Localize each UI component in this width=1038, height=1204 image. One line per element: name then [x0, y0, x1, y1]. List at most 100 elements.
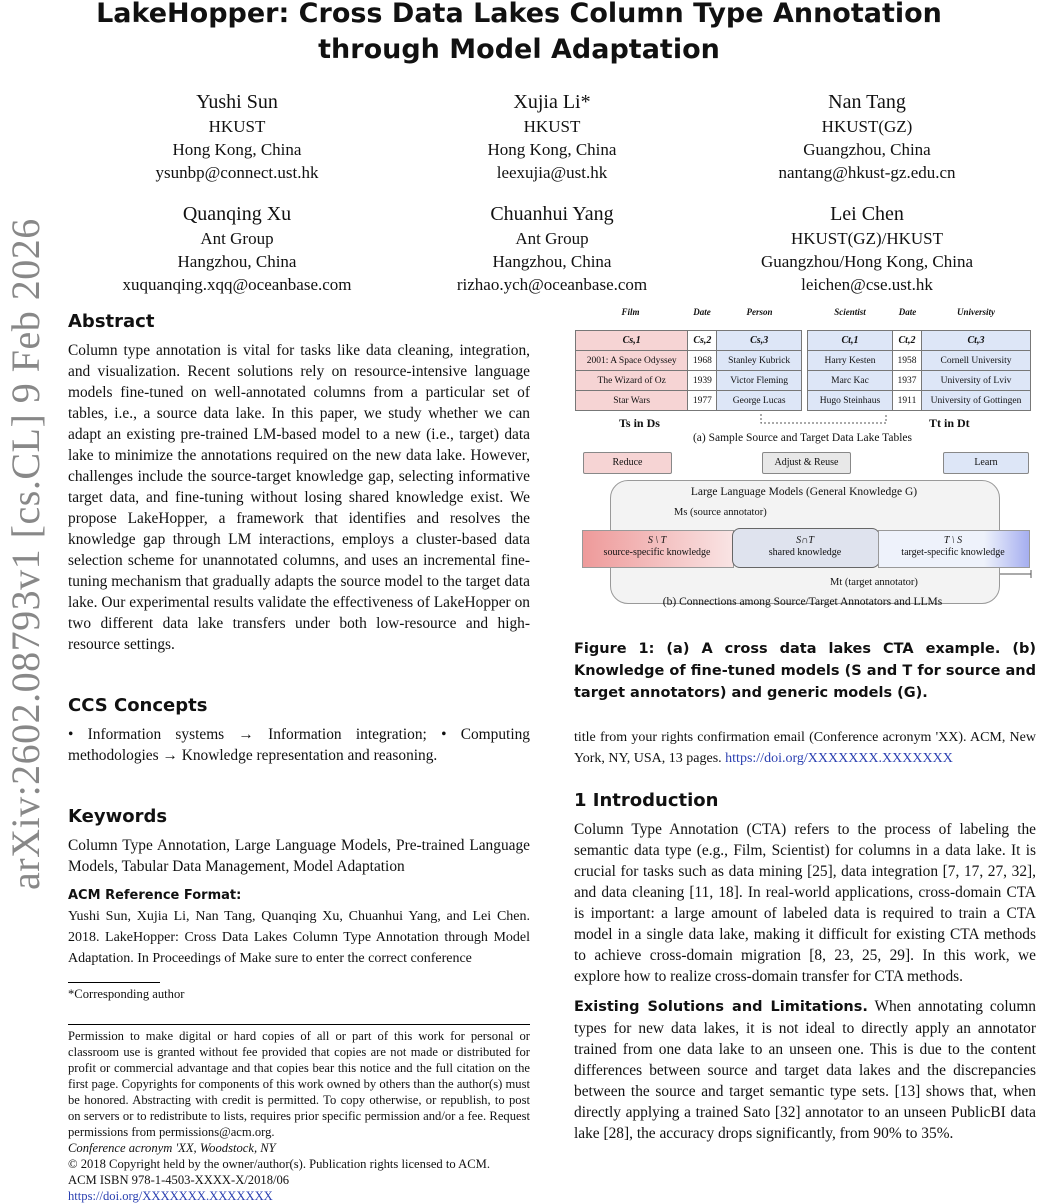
column-type-label: University — [957, 307, 995, 317]
ccs-heading: CCS Concepts — [68, 695, 208, 716]
isbn-line: ACM ISBN 978-1-4503-XXXX-X/2018/06 — [68, 1173, 290, 1187]
author-email: xuquanqing.xqq@oceanbase.com — [122, 275, 352, 294]
table-cell: The Wizard of Oz — [574, 370, 689, 391]
learn-button: Learn — [943, 452, 1029, 474]
table-header-row: Ct,1 Ct,2 Ct,3 — [807, 330, 1031, 351]
author-block: Nan Tang HKUST(GZ) Guangzhou, China nant… — [702, 89, 1032, 184]
author-location: Guangzhou/Hong Kong, China — [760, 252, 973, 271]
figure-1: Film Date Person Scientist Date Universi… — [574, 306, 1036, 616]
author-affiliation: Ant Group — [515, 229, 589, 248]
permission-block: Permission to make digital or hard copie… — [68, 1028, 530, 1204]
table-row: The Wizard of Oz 1939 Victor Fleming — [574, 370, 802, 391]
column-type-label: Scientist — [834, 307, 866, 317]
ccs-section: CCS Concepts • Information systems → Inf… — [68, 695, 530, 766]
acm-reference: ACM Reference Format: Yushi Sun, Xujia L… — [68, 886, 530, 969]
author-name: Xujia Li* — [513, 91, 591, 113]
acm-reference-continued-text: title from your rights confirmation emai… — [574, 730, 1036, 766]
title-line-1: LakeHopper: Cross Data Lakes Column Type… — [96, 0, 942, 29]
author-location: Hangzhou, China — [492, 252, 612, 271]
author-location: Hong Kong, China — [172, 140, 302, 159]
abstract-text: Column type annotation is vital for task… — [68, 342, 530, 653]
adjust-reuse-button: Adjust & Reuse — [762, 452, 851, 474]
author-email: leichen@cse.ust.hk — [801, 275, 933, 294]
table-row: Marc Kac 1937 University of Lviv — [807, 370, 1031, 391]
table-cell: University of Lviv — [921, 370, 1031, 391]
table-cell: 2001: A Space Odyssey — [574, 350, 689, 371]
table-row: Hugo Steinhaus 1911 University of Gottin… — [807, 390, 1031, 411]
keywords-section: Keywords Column Type Annotation, Large L… — [68, 806, 530, 877]
conference-line: Conference acronym 'XX, Woodstock, NY — [68, 1141, 276, 1155]
introduction-paragraph-1: Column Type Annotation (CTA) refers to t… — [574, 821, 1036, 985]
column-type-label: Person — [746, 307, 773, 317]
acm-reference-heading: ACM Reference Format: — [68, 888, 242, 903]
column-type-label: Film — [621, 307, 640, 317]
acm-reference-continued: title from your rights confirmation emai… — [574, 727, 1036, 769]
source-specific-segment — [582, 530, 734, 568]
ms-label: Ms (source annotator) — [674, 507, 767, 518]
author-location: Hong Kong, China — [487, 140, 617, 159]
paper-title: LakeHopper: Cross Data Lakes Column Type… — [0, 0, 1038, 68]
table-header-row: Cs,1 Cs,2 Cs,3 — [574, 330, 802, 351]
author-block: Chuanhui Yang Ant Group Hangzhou, China … — [387, 201, 717, 296]
table-cell: Cornell University — [921, 350, 1031, 371]
table-cell: Cs,2 — [687, 330, 718, 351]
author-affiliation: Ant Group — [200, 229, 274, 248]
author-affiliation: HKUST — [523, 117, 581, 136]
introduction-heading: 1 Introduction — [574, 790, 719, 811]
reduce-button: Reduce — [583, 452, 672, 474]
doi-link[interactable]: https://doi.org/XXXXXXX.XXXXXXX — [68, 1189, 273, 1203]
caption-b: (b) Connections among Source/Target Anno… — [662, 596, 943, 608]
author-name: Lei Chen — [830, 203, 904, 225]
author-affiliation: HKUST(GZ)/HKUST — [790, 229, 944, 248]
author-name: Quanqing Xu — [182, 203, 292, 225]
dashed-connector — [760, 414, 887, 424]
author-block: Yushi Sun HKUST Hong Kong, China ysunbp@… — [72, 89, 402, 184]
introduction-paragraph-2: When annotating column types for new dat… — [574, 998, 1036, 1142]
source-table: Cs,1 Cs,2 Cs,3 2001: A Space Odyssey 196… — [574, 330, 802, 411]
author-location: Hangzhou, China — [177, 252, 297, 271]
table-cell: 1977 — [687, 390, 718, 411]
target-table: Ct,1 Ct,2 Ct,3 Harry Kesten 1958 Cornell… — [807, 330, 1031, 411]
mt-label: Mt (target annotator) — [830, 577, 918, 588]
author-location: Guangzhou, China — [803, 140, 931, 159]
table-cell: George Lucas — [716, 390, 802, 411]
table-cell: Hugo Steinhaus — [807, 390, 893, 411]
source-specific-label: S \ T source-specific knowledge — [603, 535, 711, 558]
author-email: leexujia@ust.hk — [496, 163, 608, 182]
arxiv-identifier: arXiv:2602.08793v1 [cs.CL] 9 Feb 2026 — [3, 218, 48, 890]
copyright-line: © 2018 Copyright held by the owner/autho… — [68, 1157, 490, 1171]
source-table-label: Ts in Ds — [619, 416, 660, 430]
doi-link[interactable]: https://doi.org/XXXXXXX.XXXXXXX — [725, 751, 953, 766]
title-line-2: through Model Adaptation — [318, 34, 720, 65]
permission-text: Permission to make digital or hard copie… — [68, 1029, 530, 1139]
target-table-label: Tt in Dt — [929, 416, 970, 430]
author-email: nantang@hkust-gz.edu.cn — [778, 163, 956, 182]
target-specific-segment — [878, 530, 1030, 568]
footnote: *Corresponding author — [68, 987, 185, 1001]
abstract-heading: Abstract — [68, 311, 155, 332]
author-email: ysunbp@connect.ust.hk — [155, 163, 319, 182]
table-row: Star Wars 1977 George Lucas — [574, 390, 802, 411]
shared-segment — [732, 528, 880, 568]
author-block: Xujia Li* HKUST Hong Kong, China leexuji… — [387, 89, 717, 184]
keywords-text: Column Type Annotation, Large Language M… — [68, 837, 530, 875]
author-name: Yushi Sun — [196, 91, 278, 113]
llm-label: Large Language Models (General Knowledge… — [690, 486, 918, 498]
abstract-section: Abstract Column type annotation is vital… — [68, 311, 530, 655]
author-name: Chuanhui Yang — [490, 203, 614, 225]
table-cell: Stanley Kubrick — [716, 350, 802, 371]
limitations-heading: Existing Solutions and Limitations. — [574, 999, 868, 1015]
author-email: rizhao.ych@oceanbase.com — [456, 275, 648, 294]
column-type-label: Date — [693, 307, 711, 317]
author-affiliation: HKUST(GZ) — [821, 117, 913, 136]
acm-reference-text: Yushi Sun, Xujia Li, Nan Tang, Quanqing … — [68, 909, 530, 966]
caption-a: (a) Sample Source and Target Data Lake T… — [692, 432, 913, 444]
author-block: Lei Chen HKUST(GZ)/HKUST Guangzhou/Hong … — [702, 201, 1032, 296]
table-cell: Star Wars — [574, 390, 689, 411]
introduction-section: 1 Introduction Column Type Annotation (C… — [574, 790, 1036, 1144]
shared-label: S∩T shared knowledge — [768, 535, 842, 558]
figure-caption: Figure 1: (a) A cross data lakes CTA exa… — [574, 641, 1036, 701]
table-cell: Cs,3 — [716, 330, 802, 351]
ccs-text: • Information systems → Information inte… — [68, 726, 530, 764]
column-type-label: Date — [898, 307, 917, 317]
